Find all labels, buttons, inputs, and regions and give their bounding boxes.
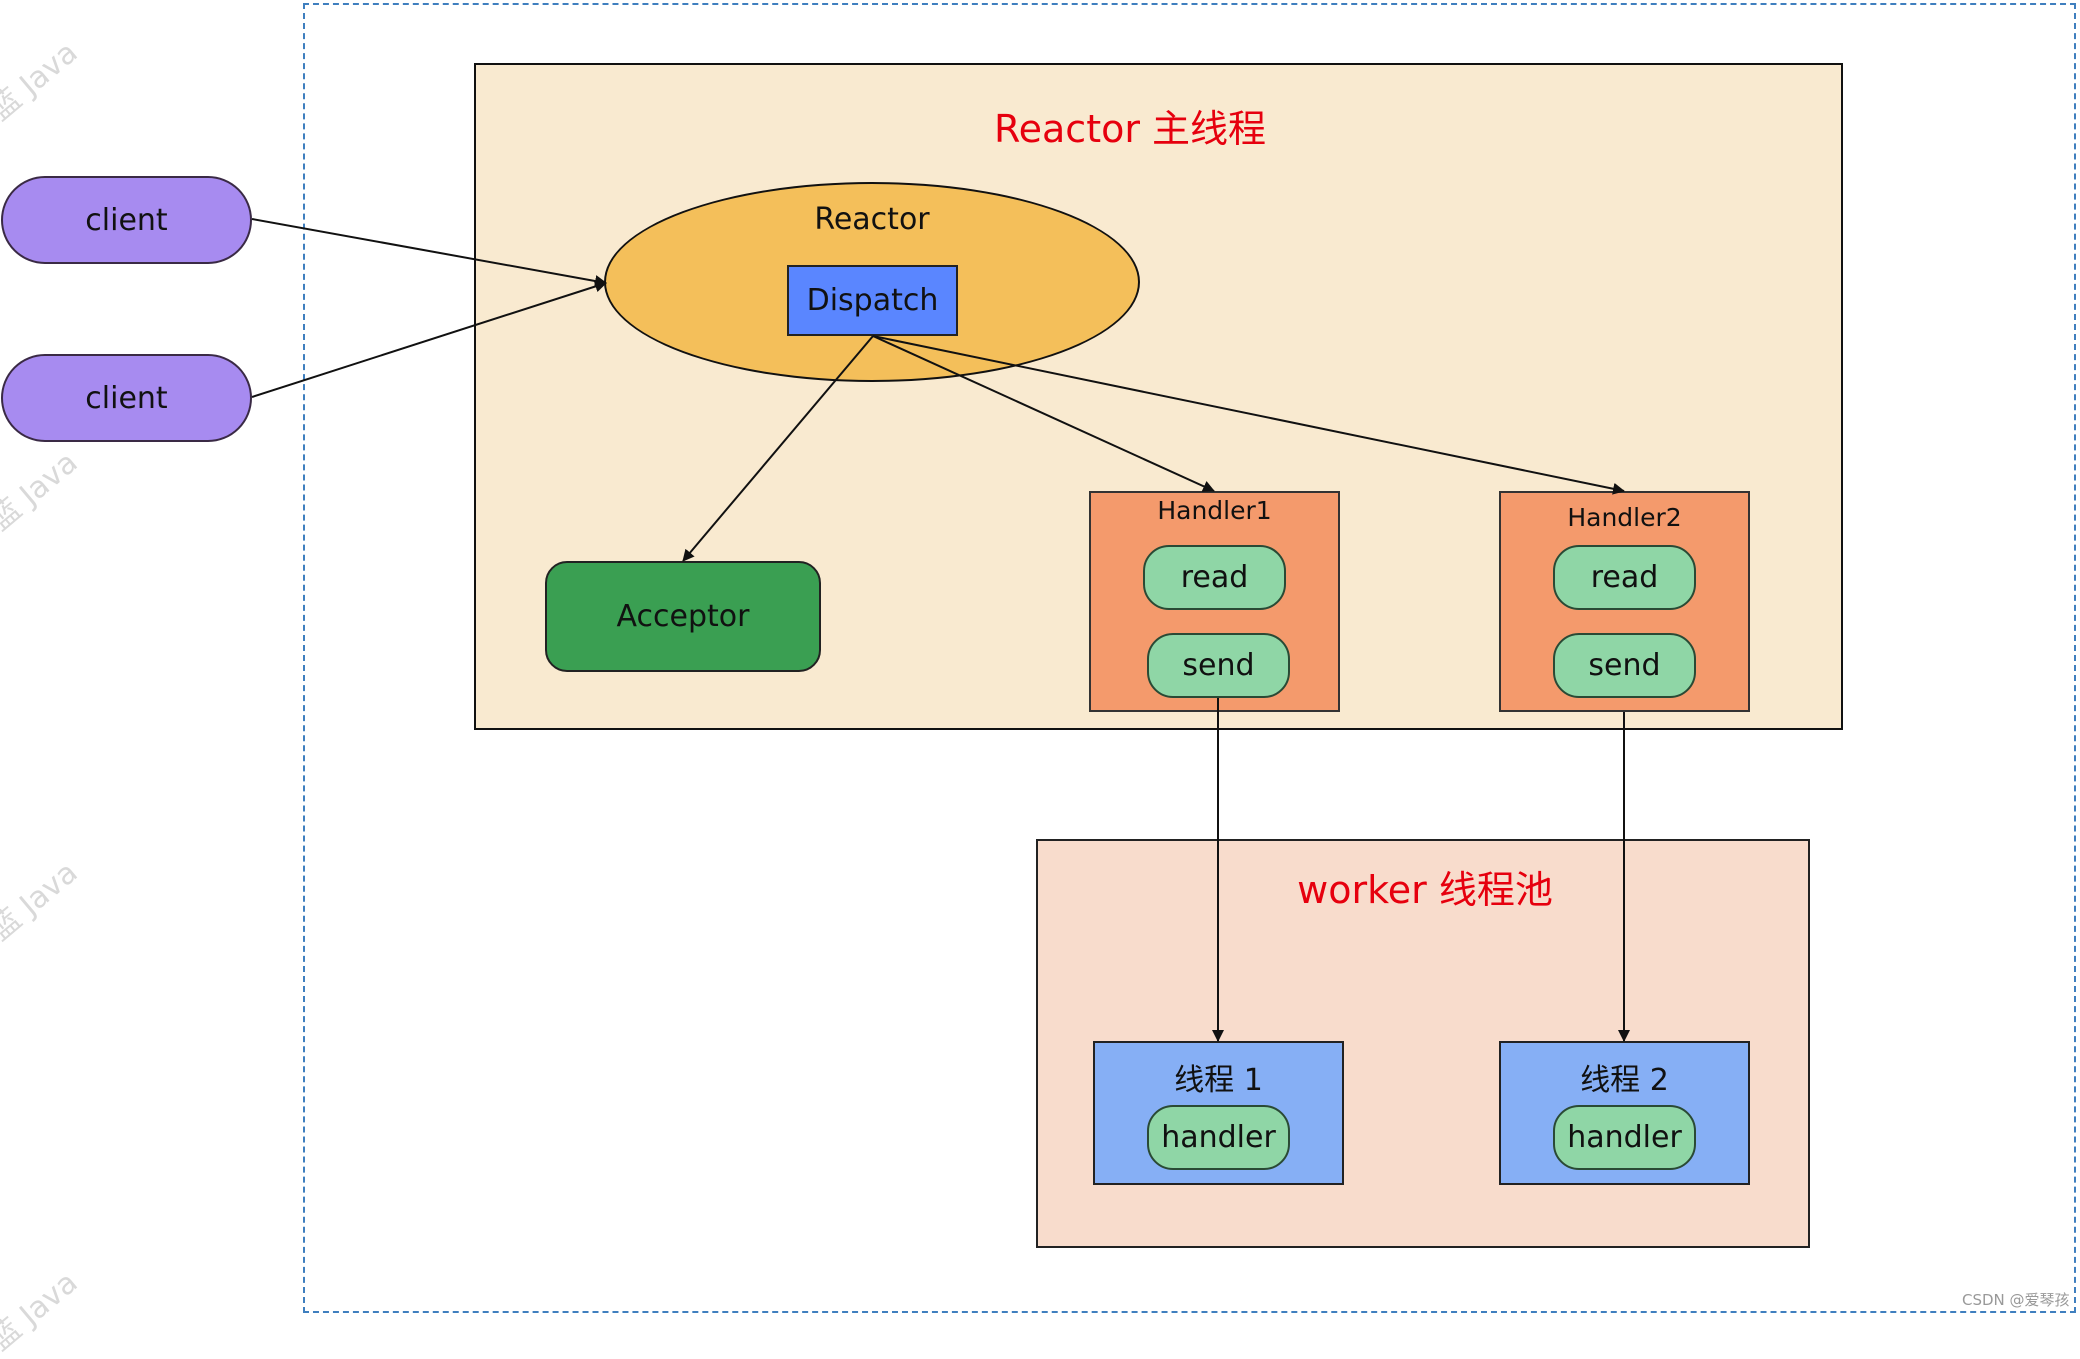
- thread2-handler-pill: handler: [1553, 1105, 1696, 1170]
- arrow-dispatch-to-handler2: [872, 335, 1625, 495]
- dispatch-box: Dispatch: [787, 265, 958, 336]
- handler-label: handler: [1161, 1120, 1276, 1155]
- client-label: client: [85, 202, 168, 238]
- handler1-send-pill: send: [1147, 633, 1290, 698]
- arrow-client2-to-reactor: [251, 280, 607, 398]
- handler1-read-pill: read: [1143, 545, 1286, 610]
- client-label: client: [85, 380, 168, 416]
- connector-arrows: [251, 218, 1630, 1042]
- outer-dashed-frame: [303, 3, 2076, 1313]
- acceptor-label: Acceptor: [616, 599, 750, 634]
- handler2-read-pill: read: [1553, 545, 1696, 610]
- handler2-label: Handler2: [1567, 502, 1682, 532]
- handler-label: handler: [1567, 1120, 1682, 1155]
- thread1-handler-pill: handler: [1147, 1105, 1290, 1170]
- handler2-send-pill: send: [1553, 633, 1696, 698]
- arrow-dispatch-to-handler1: [872, 335, 1215, 492]
- reactor-diagram: 蓝 Java 蓝 Java 蓝 Java 蓝 Java Reactor 主线程 …: [0, 3, 2076, 1358]
- arrow-dispatch-to-acceptor: [682, 335, 874, 562]
- client-node: client: [1, 354, 252, 442]
- arrow-client1-to-reactor: [251, 218, 607, 287]
- dispatch-label: Dispatch: [806, 283, 939, 318]
- acceptor-node: Acceptor: [545, 561, 821, 672]
- thread2-label: 线程 2: [1580, 1063, 1669, 1098]
- worker-thread-pool-title: worker 线程池: [1297, 867, 1553, 912]
- handler1-label: Handler1: [1157, 495, 1272, 525]
- client-node: client: [1, 176, 252, 264]
- send-label: send: [1588, 648, 1661, 683]
- thread1-label: 线程 1: [1174, 1063, 1263, 1098]
- reactor-main-thread-title: Reactor 主线程: [993, 106, 1267, 151]
- read-label: read: [1180, 560, 1249, 595]
- read-label: read: [1590, 560, 1659, 595]
- credit-text: CSDN @爱琴孩: [1962, 1291, 2070, 1309]
- send-label: send: [1182, 648, 1255, 683]
- reactor-label: Reactor: [814, 201, 930, 237]
